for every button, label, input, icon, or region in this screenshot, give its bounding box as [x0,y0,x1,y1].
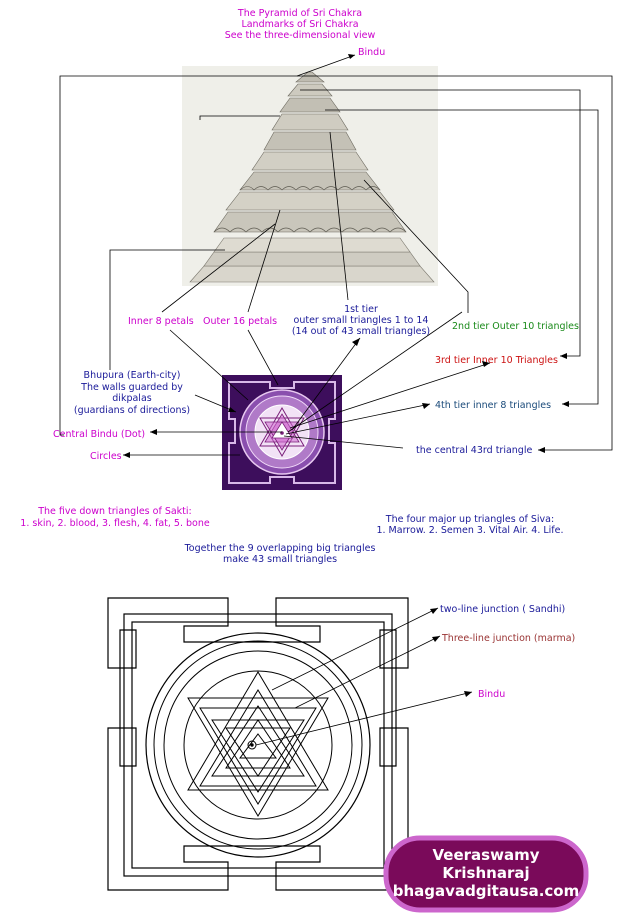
note-siva-title: The four major up triangles of Siva: [385,514,554,525]
credit-name-last: Krishnaraj [442,864,529,882]
label-1st-tier-detail: outer small triangles 1 to 14 [294,315,429,326]
credit-name-first: Veeraswamy [433,846,540,864]
label-bhupura-dikpalas: dikpalas [112,393,151,404]
note-sakti-title: The five down triangles of Sakti: [37,506,192,517]
pointer-lines [59,54,613,458]
label-bindu-yantra: Bindu [478,689,505,700]
label-bhupura: Bhupura (Earth-city) [84,370,181,381]
label-bhupura-walls: The walls guarded by [80,382,183,393]
label-marma: Three-line junction (marma) [441,633,575,644]
color-sri-yantra [222,375,342,490]
label-central-bindu: Central Bindu (Dot) [53,429,145,440]
note-together: Together the 9 overlapping big triangles [184,543,376,554]
header-note: See the three-dimensional view [225,30,376,41]
pyramid-illustration [182,66,438,286]
label-1st-tier-count: (14 out of 43 small triangles) [292,326,430,337]
label-3rd-tier: 3rd tier Inner 10 Triangles [435,355,558,366]
label-central-43rd: the central 43rd triangle [416,445,532,456]
credit-website: bhagavadgitausa.com [393,882,579,900]
label-outer-16-petals: Outer 16 petals [203,316,277,327]
note-43-triangles: make 43 small triangles [223,554,337,565]
note-sakti-list: 1. skin, 2. blood, 3. flesh, 4. fat, 5. … [20,518,210,529]
label-1st-tier: 1st tier [344,304,378,315]
label-inner-8-petals: Inner 8 petals [128,316,194,327]
label-bhupura-guardians: (guardians of directions) [74,405,190,416]
line-sri-yantra [107,597,409,891]
label-circles: Circles [90,451,122,462]
label-4th-tier: 4th tier inner 8 triangles [435,400,551,411]
credit-badge: Veeraswamy Krishnaraj bhagavadgitausa.co… [383,835,589,913]
yantra-pointer-lines [255,607,473,746]
header-title: The Pyramid of Sri Chakra [237,8,362,19]
note-siva-list: 1. Marrow. 2. Semen 3. Vital Air. 4. Lif… [376,525,563,536]
label-2nd-tier: 2nd tier Outer 10 triangles [452,321,579,332]
header-subtitle: Landmarks of Sri Chakra [241,19,358,30]
label-bindu-top: Bindu [358,47,385,58]
label-sandhi: two-line junction ( Sandhi) [440,604,565,615]
